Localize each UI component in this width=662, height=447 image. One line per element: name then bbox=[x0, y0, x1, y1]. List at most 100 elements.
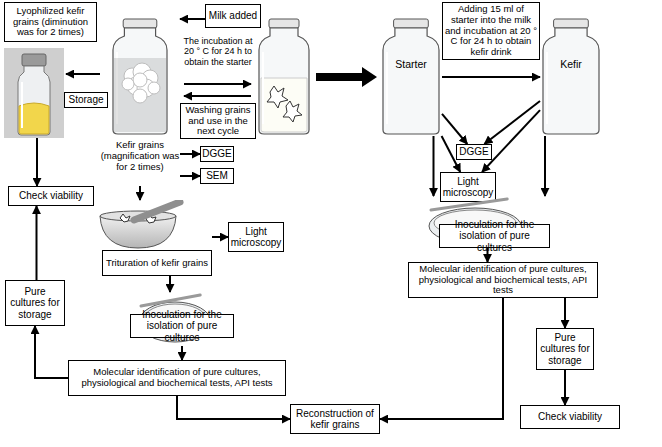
process-box: DGGE bbox=[456, 144, 492, 160]
bottle-body bbox=[543, 28, 599, 134]
flow-arrow bbox=[36, 206, 38, 280]
node-text: Kefir bbox=[540, 58, 602, 70]
bottle-cap bbox=[554, 19, 589, 28]
process-box: Check viability bbox=[8, 186, 94, 206]
bottle-body bbox=[259, 28, 309, 134]
lyophilized-powder bbox=[19, 103, 49, 134]
incubation-arrow bbox=[184, 83, 251, 85]
starter-bottle-with-grains bbox=[259, 19, 309, 134]
kefir-grains-bottle: Kefir grains (magnification was for 2 ti… bbox=[100, 10, 180, 186]
node-text: Inoculation for the isolation of pure cu… bbox=[130, 314, 234, 338]
flow-arrow bbox=[544, 136, 546, 196]
flow-arrow bbox=[564, 298, 566, 328]
flow-arrow bbox=[380, 298, 503, 419]
photo-shade bbox=[114, 58, 166, 132]
inoculation-loop bbox=[431, 199, 507, 210]
flow-arrow bbox=[177, 396, 290, 419]
mortar-node: Trituration of kefir grains bbox=[98, 200, 212, 276]
node-text: Molecular identification of pure culture… bbox=[71, 367, 283, 389]
flow-arrow bbox=[442, 114, 467, 144]
petri-dish-node: Inoculation for the isolation of pure cu… bbox=[425, 196, 550, 248]
photo-background bbox=[4, 48, 64, 138]
flow-arrow bbox=[35, 326, 68, 378]
process-box: Adding 15 ml of starter into the milk an… bbox=[442, 2, 540, 60]
node-text: Check viability bbox=[19, 190, 83, 202]
glass-highlight bbox=[386, 52, 388, 124]
mortar-illustration bbox=[98, 200, 212, 250]
petri-dish-node: Inoculation for the isolation of pure cu… bbox=[128, 292, 236, 346]
node-text: Trituration of kefir grains bbox=[102, 250, 212, 276]
glass-highlight bbox=[262, 52, 264, 124]
node-text: Adding 15 ml of starter into the milk an… bbox=[445, 4, 537, 59]
node-text: DGGE bbox=[202, 148, 231, 160]
process-box: Molecular identification of pure culture… bbox=[68, 360, 286, 396]
flow-arrow bbox=[169, 276, 171, 292]
process-box: Check viability bbox=[520, 405, 620, 429]
vial-glass bbox=[18, 66, 50, 135]
flow-arrow bbox=[180, 18, 205, 20]
bottle-body bbox=[383, 28, 439, 134]
process-box: Storage bbox=[64, 92, 108, 108]
bottle-node: Kefir bbox=[540, 18, 602, 136]
process-box: Washing grains and use in the next cycle bbox=[180, 103, 256, 139]
node-text: Milk added bbox=[209, 10, 257, 22]
flow-arrow bbox=[564, 370, 566, 405]
note-label: The incubation at 20 ° C for 24 h to obt… bbox=[178, 36, 258, 67]
node-text: Storage bbox=[68, 94, 103, 106]
node-text: Lyophilized kefir grains (diminution was… bbox=[4, 2, 97, 42]
lyophilized-vial-photo bbox=[4, 48, 64, 138]
node-text: Washing grains and use in the next cycle bbox=[183, 105, 253, 138]
node-text: Starter bbox=[380, 58, 442, 70]
glass-highlight bbox=[546, 52, 548, 124]
kefir-grain bbox=[133, 73, 147, 87]
process-box: Light microscopy bbox=[440, 172, 496, 202]
flow-arrow bbox=[433, 136, 435, 196]
bottle-cap bbox=[394, 19, 429, 28]
flow-arrow bbox=[36, 138, 38, 186]
process-box: Reconstruction of kefir grains bbox=[290, 404, 380, 434]
flow-arrow bbox=[482, 110, 540, 172]
node-text: Pure cultures for storage bbox=[8, 286, 62, 321]
node-text: SEM bbox=[206, 170, 228, 182]
inoculation-loop bbox=[141, 295, 200, 306]
glass-highlight bbox=[21, 82, 23, 128]
node-text: Reconstruction of kefir grains bbox=[293, 408, 377, 431]
node-text: Molecular identification of pure culture… bbox=[411, 264, 595, 297]
node-text: Light microscopy bbox=[443, 176, 494, 199]
flow-arrow bbox=[66, 73, 100, 75]
node-text: DGGE bbox=[459, 146, 488, 158]
flow-arrow bbox=[212, 236, 228, 238]
kefir-grain bbox=[120, 214, 130, 222]
jar-outline bbox=[380, 18, 442, 136]
milk-level bbox=[261, 78, 307, 132]
flow-arrow bbox=[484, 101, 540, 144]
flow-arrow bbox=[139, 186, 141, 200]
flow-arrow bbox=[180, 175, 200, 177]
process-box: DGGE bbox=[200, 146, 234, 162]
lyophilized-vial: Lyophilized kefir grains (diminution was… bbox=[4, 2, 66, 138]
process-box: Light microscopy bbox=[228, 222, 284, 252]
washing-arrow bbox=[184, 95, 251, 97]
kefir-grain bbox=[283, 101, 302, 122]
jar-outline bbox=[110, 18, 170, 136]
node-text: Check viability bbox=[538, 411, 602, 423]
kefir-grain bbox=[148, 82, 160, 94]
bottle-body bbox=[113, 28, 167, 134]
flow-arrow bbox=[487, 248, 489, 262]
flow-arrow bbox=[181, 346, 183, 360]
process-box: Milk added bbox=[205, 4, 261, 28]
node-text: Pure cultures for storage bbox=[539, 332, 591, 367]
kefir-grain bbox=[267, 86, 288, 108]
big-arrow bbox=[316, 67, 377, 87]
pestle bbox=[134, 202, 180, 220]
process-box: Molecular identification of pure culture… bbox=[408, 262, 598, 298]
bottle-cap bbox=[123, 19, 157, 28]
node-text: Kefir grains (magnification was for 2 ti… bbox=[100, 140, 180, 173]
vial-cap bbox=[22, 54, 46, 66]
kefir-grain bbox=[133, 89, 147, 103]
flow-arrow bbox=[180, 153, 200, 155]
process-box: Pure cultures for storage bbox=[536, 328, 594, 370]
process-box: Pure cultures for storage bbox=[5, 280, 65, 326]
bottle-node: Starter bbox=[380, 18, 442, 136]
